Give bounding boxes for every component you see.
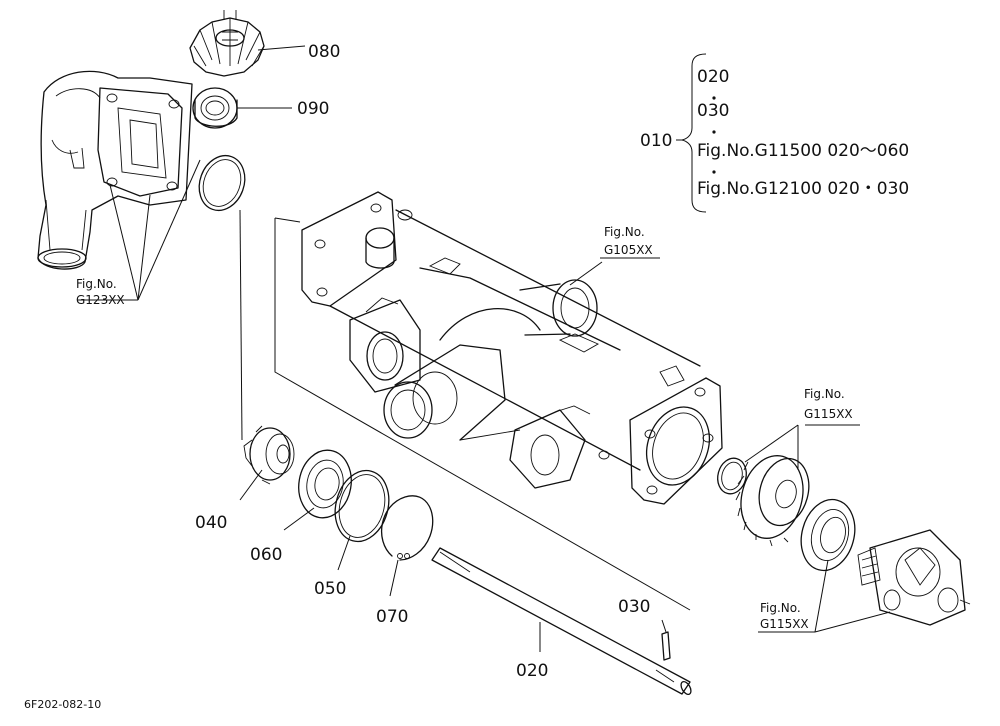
part-label-070: 070 (376, 607, 408, 627)
assembly-item-4: Fig.No.G12100 020・030 (697, 179, 909, 199)
shaft-020 (431, 547, 692, 696)
spur-gear-right (735, 455, 810, 547)
ring-050 (334, 469, 390, 543)
assembly-bracket (676, 53, 707, 213)
lower-leaders (239, 469, 667, 652)
fig-ref-g115a-line1: Fig.No. (804, 387, 845, 401)
part-label-090: 090 (297, 99, 329, 119)
bearing-right (800, 498, 856, 572)
bearing-090 (192, 87, 238, 129)
bevel-gear-040 (243, 425, 295, 485)
fig-ref-g115b-line1: Fig.No. (760, 601, 801, 615)
part-label-030: 030 (618, 597, 650, 617)
assembly-item-1: 020 (697, 67, 729, 87)
fig-ref-g105-line1: Fig.No. (604, 225, 645, 239)
differential-assembly (857, 529, 971, 626)
g123-leaders (78, 45, 306, 441)
snap-ring-right (717, 457, 747, 495)
g105-leader (569, 261, 603, 286)
assembly-item-2: 030 (697, 101, 729, 121)
assembly-ref-label: 010 (640, 131, 672, 151)
bearing-060 (298, 449, 352, 519)
separator-dot (712, 170, 716, 174)
separator-dot (712, 130, 716, 134)
drawing-code: 6F202-082-10 (24, 698, 101, 711)
part-label-060: 060 (250, 545, 282, 565)
part-label-040: 040 (195, 513, 227, 533)
assembly-item-3: Fig.No.G11500 020〜060 (697, 141, 909, 161)
part-label-080: 080 (308, 42, 340, 62)
bevel-gear-080 (189, 10, 265, 77)
fig-ref-g115b-line2: G115XX (760, 617, 809, 631)
fig-ref-g115a-line2: G115XX (804, 407, 853, 421)
separator-dot (712, 96, 716, 100)
part-label-020: 020 (516, 661, 548, 681)
o-ring-large (198, 154, 246, 212)
snap-ring-070 (380, 495, 434, 561)
fig-ref-g105-line2: G105XX (604, 243, 653, 257)
fig-ref-g123-line2: G123XX (76, 293, 125, 307)
axle-housing (274, 191, 723, 611)
o-ring-large-inner (202, 159, 242, 207)
elbow-housing (37, 70, 193, 270)
fig-ref-g123-line1: Fig.No. (76, 277, 117, 291)
pin-030 (661, 631, 671, 661)
part-label-050: 050 (314, 579, 346, 599)
g115-leaders (744, 424, 891, 633)
